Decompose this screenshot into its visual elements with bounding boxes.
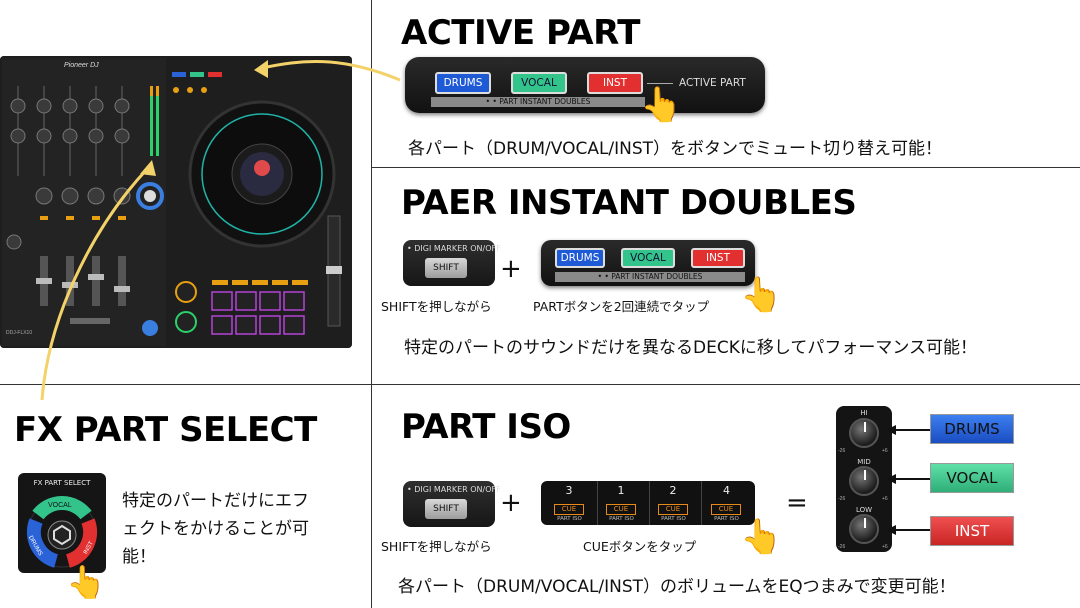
eq-scale-right: +6 [882,544,888,550]
part-tap-caption: PARTボタンを2回連続でタップ [533,299,710,314]
horizontal-divider-bottom [0,384,1080,385]
instant-doubles-strip: DRUMS VOCAL INST • • PART INSTANT DOUBLE… [541,240,755,286]
vertical-divider [371,0,372,608]
eq-knob-panel: HI -26 +6 MID -26 +6 LOW -26 +6 [836,406,892,552]
fx-description-line1: 特定のパートだけにエフ [122,491,309,511]
part-iso-label: PART ISO [661,516,686,522]
fx-description-line2: ェクトをかけることが可 [122,519,309,539]
part-instant-doubles-bar: • • PART INSTANT DOUBLES [431,97,645,107]
instant-doubles-heading: PAER INSTANT DOUBLES [401,183,857,223]
pointing-hand-icon: 👆 [640,86,683,124]
part-instant-doubles-bar: • • PART INSTANT DOUBLES [555,272,745,282]
cue-button[interactable]: CUE [554,504,584,515]
deck-number: 1 [617,484,625,497]
drums-label: DRUMS [930,414,1014,444]
plus-sign: + [500,488,522,518]
vocal-button[interactable]: VOCAL [621,248,675,268]
horizontal-divider-top [371,167,1080,168]
active-part-line [647,83,673,84]
pointing-hand-icon: 👆 [740,518,783,556]
drums-button[interactable]: DRUMS [555,248,605,268]
active-part-strip-label: ACTIVE PART [679,77,746,89]
digi-marker-label: • DIGI MARKER ON/OFF [407,485,501,494]
instant-doubles-description: 特定のパートのサウンドだけを異なるDECKに移してパフォーマンス可能！ [404,338,977,358]
cue-button[interactable]: CUE [658,504,688,515]
eq-label-mid: MID [857,458,871,466]
part-iso-label: PART ISO [714,516,739,522]
fx-part-select-panel: FX PART SELECT VOCAL DRUMS INST [18,473,106,573]
cue-cell-2: 2 CUE PART ISO [645,481,702,525]
shift-key[interactable]: SHIFT [425,499,467,519]
controller-brand: Pioneer DJ [64,62,99,69]
fx-part-select-heading: FX PART SELECT [14,410,317,450]
cue-tap-caption: CUEボタンをタップ [583,539,697,554]
part-iso-description: 各パート（DRUM/VOCAL/INST）のボリュームをEQつまみで変更可能！ [398,577,956,597]
part-iso-label: PART ISO [609,516,634,522]
eq-mid-knob[interactable] [849,466,879,496]
fx-description-line3: 能！ [122,547,156,567]
eq-scale-right: +6 [882,496,888,502]
active-part-heading: ACTIVE PART [401,13,640,53]
eq-arrows [886,425,930,535]
pointing-hand-icon: 👆 [740,276,783,314]
shift-key[interactable]: SHIFT [425,258,467,278]
digi-marker-label: • DIGI MARKER ON/OFF [407,244,501,253]
deck-number: 4 [723,484,730,497]
shift-caption: SHIFTを押しながら [381,539,492,554]
shift-button-panel-2: • DIGI MARKER ON/OFF SHIFT [403,481,501,527]
cue-button[interactable]: CUE [606,504,636,515]
inst-button[interactable]: INST [691,248,745,268]
inst-label: INST [930,516,1014,546]
fx-ring [26,496,98,568]
dj-controller-image: Pioneer DJ DDJ-FLX10 [0,56,352,348]
plus-sign: + [500,254,522,284]
part-iso-label: PART ISO [557,516,582,522]
drums-button[interactable]: DRUMS [435,72,491,94]
equal-sign: = [786,488,808,518]
vocal-button[interactable]: VOCAL [511,72,567,94]
cue-cell-1: 1 CUE PART ISO [593,481,650,525]
deck-number: 3 [565,484,573,497]
deck-number: 2 [669,484,677,497]
cue-cell-3: 3 CUE PART ISO [541,481,598,525]
shift-button-panel-1: • DIGI MARKER ON/OFF SHIFT [403,240,501,286]
cue-cell-4: 4 CUE PART ISO [698,481,755,525]
pointer-arrows [40,59,401,401]
eq-low-knob[interactable] [849,514,879,544]
inst-button[interactable]: INST [587,72,643,94]
controller-model: DDJ-FLX10 [6,330,33,336]
fx-ring-vocal[interactable]: VOCAL [48,502,72,509]
eq-scale-left: -26 [838,496,846,502]
vocal-label: VOCAL [930,463,1014,493]
eq-hi-knob[interactable] [849,418,879,448]
part-iso-heading: PART ISO [401,407,571,447]
active-part-strip: DRUMS VOCAL INST ACTIVE PART • • PART IN… [405,57,765,113]
fx-panel-title: FX PART SELECT [33,479,91,487]
cue-button[interactable]: CUE [711,504,741,515]
cue-button-strip: 3 CUE PART ISO 1 CUE PART ISO 2 CUE PART… [541,481,755,525]
eq-label-low: LOW [855,506,873,514]
active-part-description: 各パート（DRUM/VOCAL/INST）をボタンでミュート切り替え可能！ [408,139,943,159]
eq-scale-left: -26 [838,544,846,550]
eq-scale-right: +6 [882,448,888,454]
controller-drawing [0,56,352,348]
eq-label-hi: HI [860,409,868,417]
pointing-hand-icon: 👆 [66,564,106,600]
shift-caption: SHIFTを押しながら [381,299,492,314]
eq-scale-left: -26 [838,448,846,454]
